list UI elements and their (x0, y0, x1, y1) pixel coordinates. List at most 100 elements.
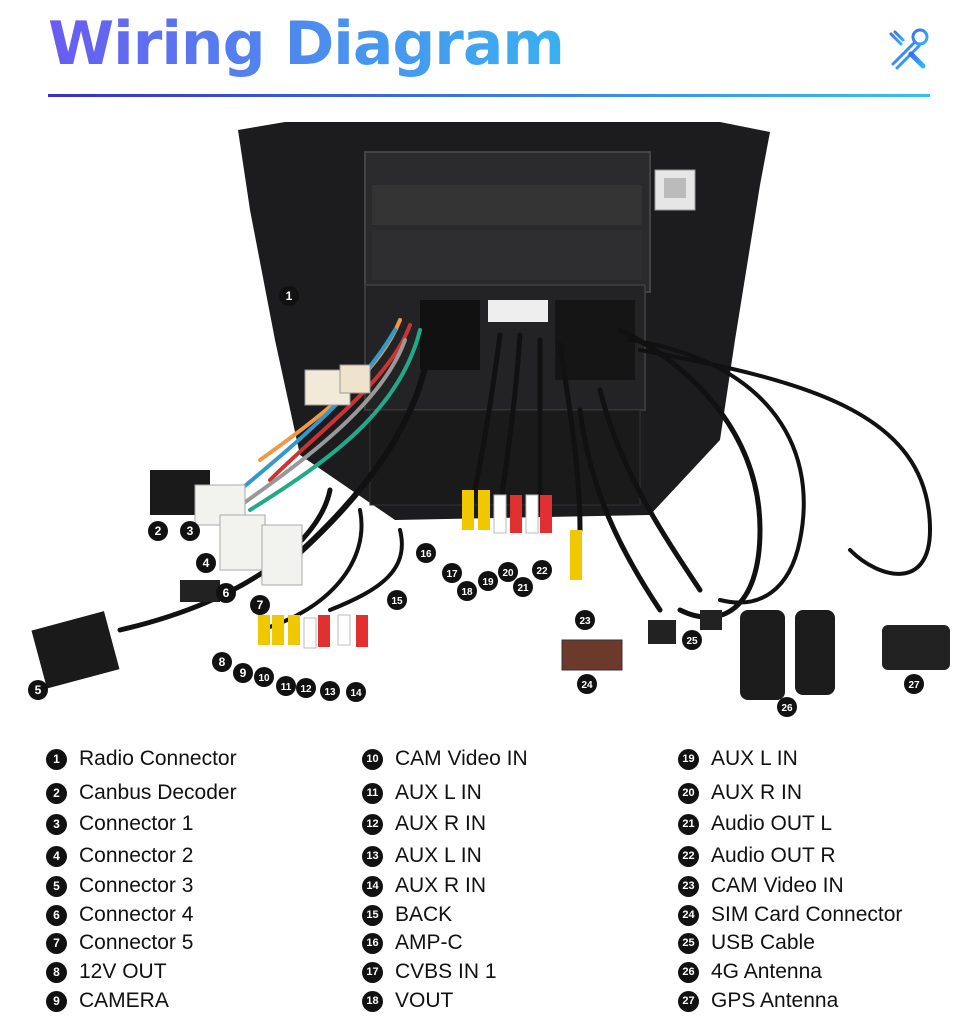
legend-item: 18 VOUT (362, 988, 453, 1014)
legend-item: 24 SIM Card Connector (678, 902, 902, 928)
legend-label: VOUT (395, 989, 454, 1012)
callout-25: 25 (682, 630, 702, 650)
callout-13: 13 (320, 681, 340, 701)
legend-label: AUX R IN (395, 874, 487, 897)
callout-number: 2 (155, 524, 162, 538)
legend-label: BACK (395, 903, 453, 926)
legend-number-badge: 13 (362, 845, 383, 867)
wire-harness (117, 318, 933, 633)
callout-24: 24 (577, 674, 597, 694)
legend-item: 1 Radio Connector (46, 746, 237, 772)
callout-number: 23 (579, 616, 591, 627)
callout-number: 8 (219, 655, 226, 669)
legend-number-badge: 24 (678, 904, 699, 926)
callout-18: 18 (457, 581, 477, 601)
callout-number: 24 (581, 680, 593, 691)
callout-15: 15 (387, 590, 407, 610)
legend-number-badge: 10 (362, 748, 383, 770)
callout-number: 21 (517, 583, 529, 594)
legend-label: AUX R IN (711, 781, 803, 804)
callout-17: 17 (442, 563, 462, 583)
legend-label: Connector 3 (79, 874, 194, 897)
callout-number: 16 (420, 549, 432, 560)
tools-icon (889, 28, 929, 70)
legend-number-badge: 9 (46, 990, 67, 1012)
legend-label: AMP-C (395, 931, 463, 954)
legend-item: 9 CAMERA (46, 988, 169, 1014)
callout-number: 25 (686, 636, 698, 647)
legend-label: Connector 2 (79, 844, 194, 867)
callout-number: 5 (35, 683, 42, 697)
legend-number-badge: 3 (46, 813, 67, 835)
legend-number-badge: 5 (46, 875, 67, 897)
callout-number: 7 (257, 598, 264, 612)
legend-label: USB Cable (711, 931, 815, 954)
legend-number-badge: 20 (678, 782, 699, 804)
legend-label: Connector 5 (79, 931, 194, 954)
legend-number-badge: 1 (46, 748, 67, 770)
legend-item: 17 CVBS IN 1 (362, 959, 497, 985)
legend-label: 12V OUT (79, 960, 167, 983)
callout-5: 5 (28, 680, 48, 700)
legend-number-badge: 4 (46, 845, 67, 867)
callout-number: 12 (300, 684, 312, 695)
legend-number-badge: 27 (678, 990, 699, 1012)
legend-label: CAMERA (79, 989, 169, 1012)
antennas (740, 610, 950, 700)
legend-label: SIM Card Connector (711, 903, 903, 926)
callout-14: 14 (346, 682, 366, 702)
callout-number: 4 (203, 556, 210, 570)
callout-number: 13 (324, 687, 336, 698)
head-unit (238, 122, 770, 520)
callout-21: 21 (513, 577, 533, 597)
legend-label: AUX L IN (395, 781, 482, 804)
legend-item: 15 BACK (362, 902, 452, 928)
callout-22: 22 (532, 560, 552, 580)
legend-number-badge: 18 (362, 990, 383, 1012)
legend-label: 4G Antenna (711, 960, 822, 983)
callout-number: 27 (908, 680, 920, 691)
legend-label: CVBS IN 1 (395, 960, 497, 983)
callout-9: 9 (233, 663, 253, 683)
callout-3: 3 (180, 521, 200, 541)
legend-item: 26 4G Antenna (678, 959, 822, 985)
legend-number-badge: 26 (678, 961, 699, 983)
callout-19: 19 (478, 571, 498, 591)
callout-number: 22 (536, 566, 548, 577)
callout-12: 12 (296, 678, 316, 698)
callout-number: 1 (286, 289, 293, 303)
legend-label: AUX L IN (711, 747, 798, 770)
callout-number: 9 (240, 666, 247, 680)
legend-label: GPS Antenna (711, 989, 839, 1012)
callout-7: 7 (250, 595, 270, 615)
legend-number-badge: 12 (362, 813, 383, 835)
legend-number-badge: 2 (46, 782, 67, 804)
legend-number-badge: 15 (362, 904, 383, 926)
header-divider (48, 94, 930, 97)
legend-item: 4 Connector 2 (46, 843, 193, 869)
callout-11: 11 (276, 676, 296, 696)
legend-label: Audio OUT L (711, 812, 833, 835)
callout-26: 26 (777, 697, 797, 717)
legend-item: 12 AUX R IN (362, 811, 486, 837)
callout-number: 10 (258, 673, 270, 684)
callout-20: 20 (498, 562, 518, 582)
callout-16: 16 (416, 543, 436, 563)
legend-label: AUX R IN (395, 812, 487, 835)
callout-6: 6 (216, 583, 236, 603)
legend-number-badge: 14 (362, 875, 383, 897)
legend-number-badge: 17 (362, 961, 383, 983)
callout-27: 27 (904, 674, 924, 694)
legend-label: Radio Connector (79, 747, 237, 770)
